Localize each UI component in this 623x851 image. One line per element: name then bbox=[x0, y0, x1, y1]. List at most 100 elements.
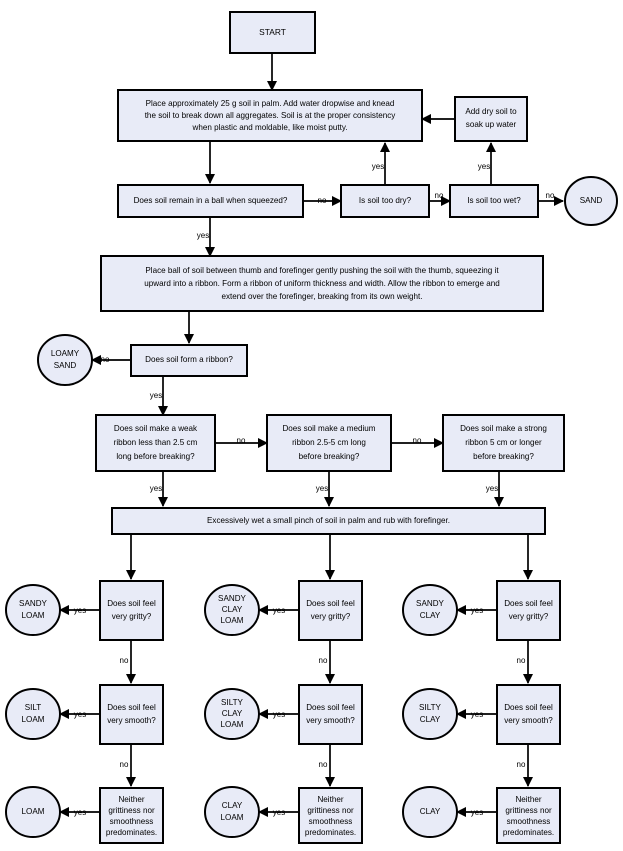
node-gritty3-line-2: very gritty? bbox=[509, 612, 549, 621]
node-result-silty-clay-loam[interactable]: SILTY CLAY LOAM bbox=[204, 688, 260, 740]
edge-label-yes: yes bbox=[74, 808, 86, 817]
edge-label-yes: yes bbox=[372, 162, 384, 171]
node-question-smooth-2[interactable]: Does soil feel very smooth? bbox=[298, 684, 363, 745]
node-result-loam[interactable]: LOAM bbox=[5, 786, 61, 838]
node-neither-3[interactable]: Neither grittiness nor smoothness predom… bbox=[496, 787, 561, 844]
node-layer: START Place approximately 25 g soil in p… bbox=[5, 11, 618, 844]
node-neither1-line-1: Neither bbox=[118, 795, 144, 804]
node-question-too-dry-label: Is soil too dry? bbox=[359, 196, 412, 205]
node-result-sand-label: SAND bbox=[580, 196, 603, 205]
node-result-sandy-loam[interactable]: SANDY LOAM bbox=[5, 584, 61, 636]
node-start[interactable]: START bbox=[229, 11, 316, 54]
edge-label-yes: yes bbox=[273, 710, 285, 719]
edge-label-yes: yes bbox=[273, 606, 285, 615]
node-neither2-line-4: predominates. bbox=[305, 828, 356, 837]
node-gritty1-line-1: Does soil feel bbox=[107, 599, 156, 608]
node-add-dry-line-2: soak up water bbox=[466, 120, 517, 129]
node-clay-label: CLAY bbox=[420, 807, 441, 816]
edge-label-no: no bbox=[435, 191, 444, 200]
node-wet-pinch-label: Excessively wet a small pinch of soil in… bbox=[207, 516, 450, 525]
node-gritty1-line-2: very gritty? bbox=[112, 612, 152, 621]
node-neither2-line-2: grittiness nor bbox=[307, 806, 354, 815]
node-question-too-wet[interactable]: Is soil too wet? bbox=[449, 184, 539, 218]
node-medium-line-1: Does soil make a medium bbox=[282, 424, 375, 433]
node-result-sandy-clay[interactable]: SANDY CLAY bbox=[402, 584, 458, 636]
node-question-ribbon-label: Does soil form a ribbon? bbox=[145, 355, 233, 364]
edge-label-yes: yes bbox=[197, 231, 209, 240]
node-strong-line-1: Does soil make a strong bbox=[460, 424, 547, 433]
edge-label-no: no bbox=[101, 355, 110, 364]
node-smooth3-line-1: Does soil feel bbox=[504, 703, 553, 712]
node-result-sand[interactable]: SAND bbox=[564, 176, 618, 226]
node-silty-clay-loam-line-2: CLAY bbox=[222, 709, 243, 718]
node-loam-label: LOAM bbox=[22, 807, 45, 816]
node-strong-line-3: before breaking? bbox=[473, 452, 534, 461]
node-knead-line-1: Place approximately 25 g soil in palm. A… bbox=[146, 99, 395, 108]
edge-label-no: no bbox=[413, 436, 422, 445]
node-wet-pinch-instruction[interactable]: Excessively wet a small pinch of soil in… bbox=[111, 507, 546, 535]
node-sandy-loam-line-1: SANDY bbox=[19, 599, 47, 608]
node-ribbon-instruction[interactable]: Place ball of soil between thumb and for… bbox=[100, 255, 544, 312]
edge-label-no: no bbox=[120, 760, 129, 769]
node-question-smooth-1[interactable]: Does soil feel very smooth? bbox=[99, 684, 164, 745]
node-result-sandy-clay-loam[interactable]: SANDY CLAY LOAM bbox=[204, 584, 260, 636]
node-result-clay-loam[interactable]: CLAY LOAM bbox=[204, 786, 260, 838]
node-add-dry-line-1: Add dry soil to bbox=[465, 107, 517, 116]
edge-label-no: no bbox=[546, 191, 555, 200]
node-neither-2[interactable]: Neither grittiness nor smoothness predom… bbox=[298, 787, 363, 844]
node-clay-loam-line-1: CLAY bbox=[222, 801, 243, 810]
edge-label-no: no bbox=[517, 760, 526, 769]
node-question-gritty-1[interactable]: Does soil feel very gritty? bbox=[99, 580, 164, 641]
edge-label-yes: yes bbox=[150, 391, 162, 400]
node-sandy-clay-loam-line-2: CLAY bbox=[222, 605, 243, 614]
node-knead-instruction[interactable]: Place approximately 25 g soil in palm. A… bbox=[117, 89, 423, 142]
node-result-silt-loam[interactable]: SILT LOAM bbox=[5, 688, 61, 740]
node-result-loamy-sand[interactable]: LOAMY SAND bbox=[37, 334, 93, 386]
node-neither-1[interactable]: Neither grittiness nor smoothness predom… bbox=[99, 787, 164, 844]
node-question-medium-ribbon[interactable]: Does soil make a medium ribbon 2.5-5 cm … bbox=[266, 414, 392, 472]
node-sandy-clay-loam-line-1: SANDY bbox=[218, 594, 246, 603]
node-question-weak-ribbon[interactable]: Does soil make a weak ribbon less than 2… bbox=[95, 414, 216, 472]
node-sandy-clay-line-2: CLAY bbox=[420, 611, 441, 620]
node-neither3-line-3: smoothness bbox=[507, 817, 551, 826]
node-neither3-line-4: predominates. bbox=[503, 828, 554, 837]
node-question-gritty-3[interactable]: Does soil feel very gritty? bbox=[496, 580, 561, 641]
edge-layer: no no no yes yes yes no yes no no bbox=[58, 53, 565, 817]
node-question-smooth-3[interactable]: Does soil feel very smooth? bbox=[496, 684, 561, 745]
node-smooth2-line-2: very smooth? bbox=[306, 716, 355, 725]
node-clay-loam-line-2: LOAM bbox=[221, 813, 244, 822]
node-sandy-clay-loam-line-3: LOAM bbox=[221, 616, 244, 625]
node-question-strong-ribbon[interactable]: Does soil make a strong ribbon 5 cm or l… bbox=[442, 414, 565, 472]
node-weak-line-3: long before breaking? bbox=[116, 452, 195, 461]
node-result-silty-clay[interactable]: SILTY CLAY bbox=[402, 688, 458, 740]
edge-label-yes: yes bbox=[471, 606, 483, 615]
edge-label-no: no bbox=[319, 656, 328, 665]
node-silty-clay-loam-line-1: SILTY bbox=[221, 698, 243, 707]
node-medium-line-2: ribbon 2.5-5 cm long bbox=[292, 438, 366, 447]
edge-label-yes: yes bbox=[74, 606, 86, 615]
node-silt-loam-line-2: LOAM bbox=[22, 715, 45, 724]
edge-label-no: no bbox=[318, 196, 327, 205]
node-question-too-wet-label: Is soil too wet? bbox=[467, 196, 521, 205]
node-result-clay[interactable]: CLAY bbox=[402, 786, 458, 838]
node-knead-line-3: when plastic and moldable, like moist pu… bbox=[191, 123, 347, 132]
edge-label-yes: yes bbox=[486, 484, 498, 493]
node-question-ball[interactable]: Does soil remain in a ball when squeezed… bbox=[117, 184, 304, 218]
edge-label-yes: yes bbox=[316, 484, 328, 493]
node-silt-loam-line-1: SILT bbox=[25, 703, 42, 712]
edge-label-yes: yes bbox=[150, 484, 162, 493]
edge-label-yes: yes bbox=[74, 710, 86, 719]
node-gritty2-line-2: very gritty? bbox=[311, 612, 351, 621]
node-neither3-line-1: Neither bbox=[515, 795, 541, 804]
edge-label-no: no bbox=[237, 436, 246, 445]
node-question-too-dry[interactable]: Is soil too dry? bbox=[340, 184, 430, 218]
node-add-dry-soil[interactable]: Add dry soil to soak up water bbox=[454, 96, 528, 142]
node-gritty2-line-1: Does soil feel bbox=[306, 599, 355, 608]
node-ribbon-instr-line-3: extend over the forefinger, breaking fro… bbox=[221, 292, 422, 301]
edge-label-no: no bbox=[120, 656, 129, 665]
node-neither1-line-3: smoothness bbox=[110, 817, 154, 826]
node-question-ribbon[interactable]: Does soil form a ribbon? bbox=[130, 344, 248, 377]
node-result-loamy-sand-line-1: LOAMY bbox=[51, 349, 80, 358]
node-question-gritty-2[interactable]: Does soil feel very gritty? bbox=[298, 580, 363, 641]
